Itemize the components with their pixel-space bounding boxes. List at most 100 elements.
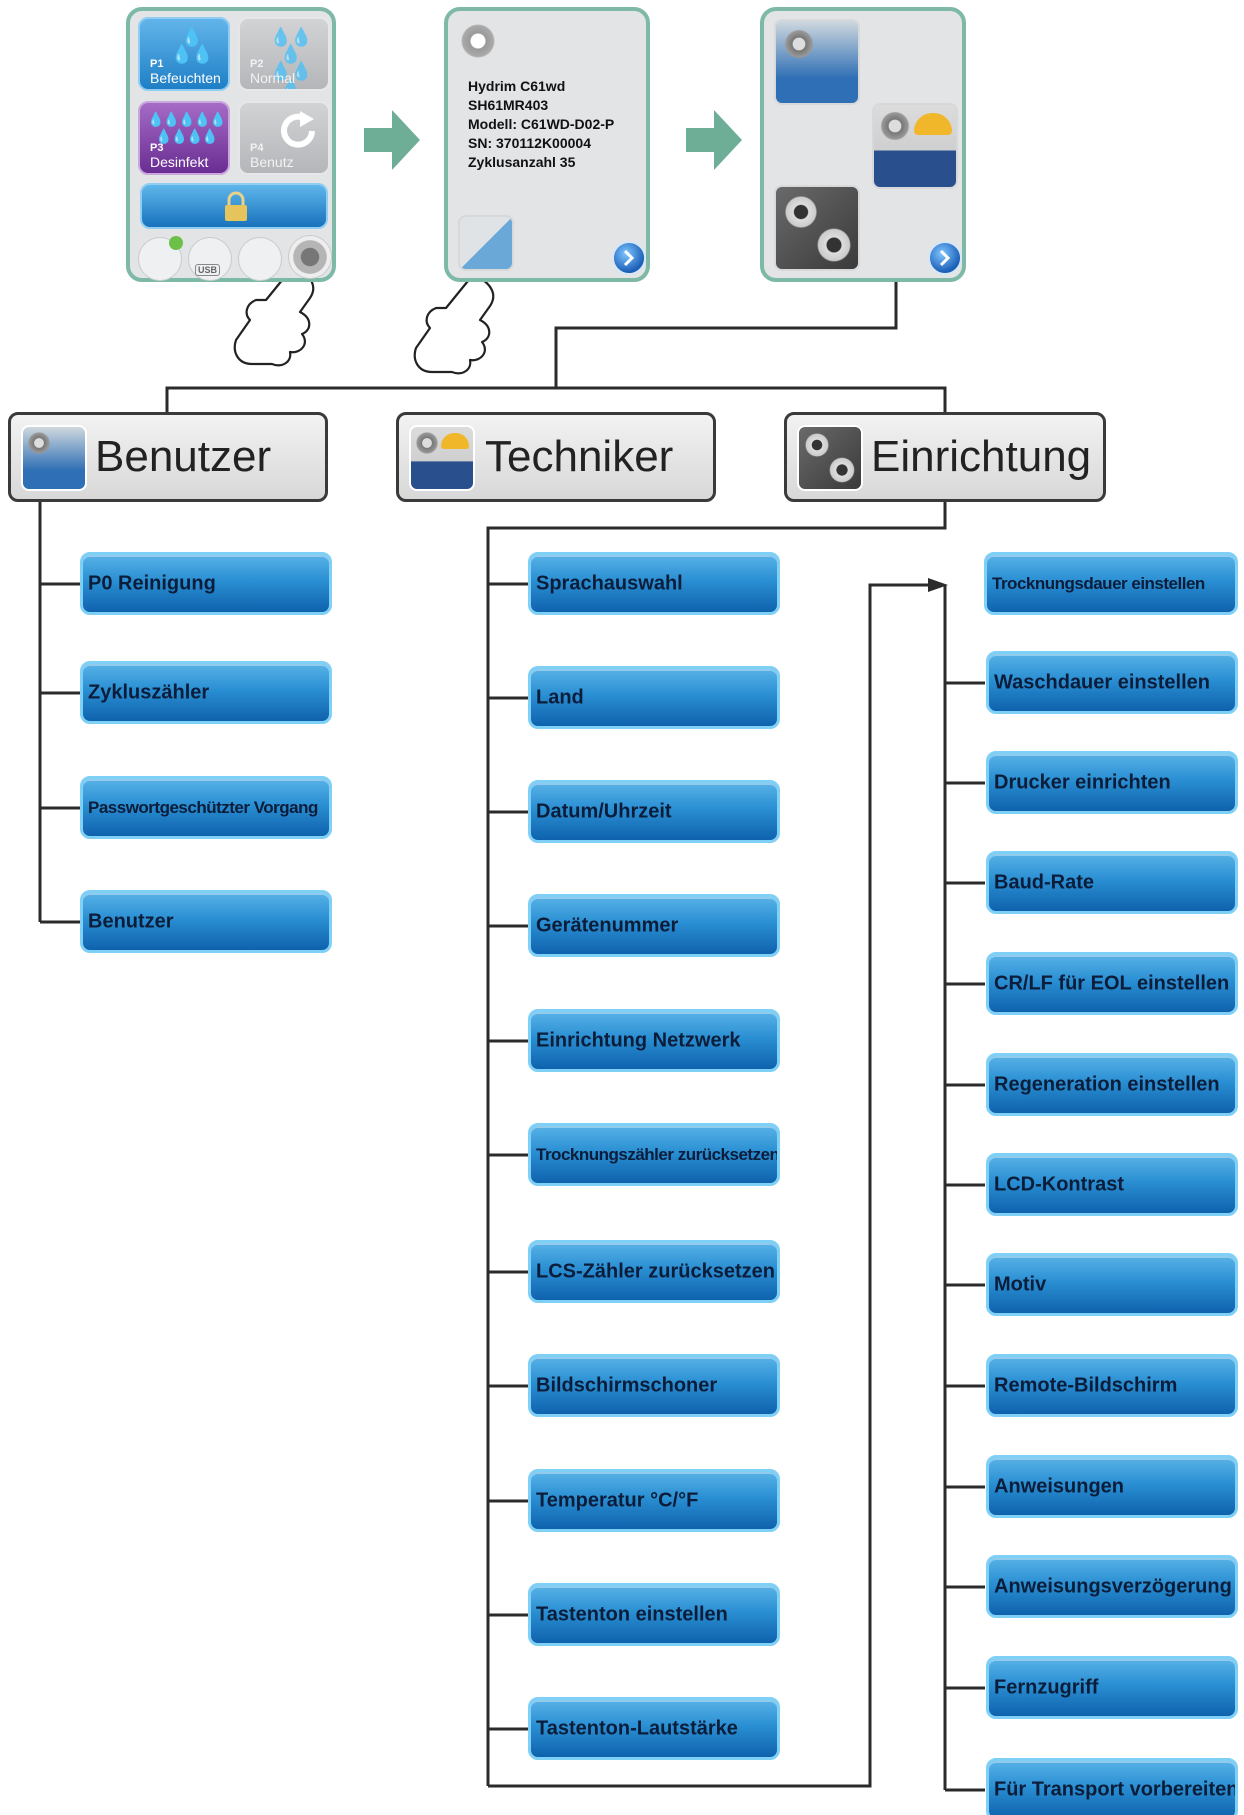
water-drops-icon: 💧💧💧 <box>170 27 214 64</box>
gear-icon <box>803 431 831 459</box>
gear-icon <box>26 430 52 456</box>
gear-icon <box>414 430 440 456</box>
menu-button-fernzugriff[interactable]: Fernzugriff <box>986 1656 1238 1719</box>
menu-button-tastenton-einstellen[interactable]: Tastenton einstellen <box>528 1583 780 1646</box>
bottles-icon[interactable] <box>238 237 282 281</box>
program-id: P4 <box>250 142 264 154</box>
menu-button-label: LCS-Zähler zurücksetzen <box>536 1260 775 1282</box>
menu-button-lcs-zaehler-zuruecksetzen[interactable]: LCS-Zähler zurücksetzen <box>528 1240 780 1303</box>
menu-button-label: CR/LF für EOL einstellen <box>994 972 1230 994</box>
menu-button-label: LCD-Kontrast <box>994 1173 1124 1195</box>
menu-button-zykluszaehler[interactable]: Zykluszähler <box>80 661 332 724</box>
info-gear-icon <box>458 21 498 61</box>
menu-button-tastenton-lautstaerke[interactable]: Tastenton-Lautstärke <box>528 1697 780 1760</box>
hard-hat-icon <box>441 433 469 449</box>
chevron-right-icon <box>623 249 635 267</box>
menu-button-baud-rate[interactable]: Baud-Rate <box>986 851 1238 914</box>
next-button[interactable] <box>612 241 646 275</box>
role-select-screen-panel <box>760 7 966 282</box>
menu-button-motiv[interactable]: Motiv <box>986 1253 1238 1316</box>
techniker-trunk <box>486 500 947 1786</box>
info-screen-panel: Hydrim C61wd SH61MR403 Modell: C61WD-D02… <box>444 7 650 282</box>
menu-button-fuer-transport-vorbereiten[interactable]: Für Transport vorbereiten <box>986 1758 1238 1815</box>
technician-access-button[interactable] <box>458 215 514 271</box>
technician-icon <box>409 425 475 491</box>
menu-button-einrichtung-netzwerk[interactable]: Einrichtung Netzwerk <box>528 1009 780 1072</box>
flow-arrow-icon <box>364 110 420 170</box>
gear-icon <box>878 109 912 143</box>
menu-button-waschdauer-einstellen[interactable]: Waschdauer einstellen <box>986 651 1238 714</box>
technician-role-button[interactable] <box>872 103 958 189</box>
menu-button-label: P0 Reinigung <box>88 572 216 594</box>
menu-button-regeneration-einstellen[interactable]: Regeneration einstellen <box>986 1053 1238 1116</box>
menu-button-bildschirmschoner[interactable]: Bildschirmschoner <box>528 1354 780 1417</box>
setup-role-button[interactable] <box>774 185 860 271</box>
menu-button-remote-bildschirm[interactable]: Remote-Bildschirm <box>986 1354 1238 1417</box>
category-einrichtung: Einrichtung <box>784 412 1106 502</box>
menu-button-drucker-einrichten[interactable]: Drucker einrichten <box>986 751 1238 814</box>
menu-button-label: Zykluszähler <box>88 681 210 703</box>
menu-button-label: Drucker einrichten <box>994 771 1171 793</box>
water-drops-icon: 💧💧💧💧💧💧💧💧💧 <box>147 111 226 144</box>
menu-button-label: Sprachauswahl <box>536 572 683 594</box>
program-id: P1 <box>150 58 164 70</box>
program-name: Benutz <box>250 154 294 170</box>
gear-icon <box>827 455 857 485</box>
info-line: Modell: C61WD-D02-P <box>468 116 615 132</box>
menu-button-label: Anweisungen <box>994 1475 1125 1497</box>
menu-button-sprachauswahl[interactable]: Sprachauswahl <box>528 552 780 615</box>
menu-button-trocknungszaehler-zuruecksetzen[interactable]: Trocknungszähler zurücksetzen <box>528 1123 780 1186</box>
next-button[interactable] <box>928 241 962 275</box>
menu-button-label: Baud-Rate <box>994 871 1095 893</box>
info-line: Zyklusanzahl 35 <box>468 154 576 170</box>
einrichtung-link <box>488 583 930 1788</box>
menu-button-passwortgeschuetzter-vorgang[interactable]: Passwortgeschützter Vorgang <box>80 776 332 839</box>
menu-button-label: Passwortgeschützter Vorgang <box>88 797 318 817</box>
menu-button-label: Waschdauer einstellen <box>994 671 1210 693</box>
usb-icon[interactable]: USB <box>188 237 232 281</box>
menu-button-label: Tastenton-Lautstärke <box>536 1717 738 1739</box>
gear-icon <box>814 225 854 265</box>
user-role-button[interactable] <box>774 19 860 105</box>
menu-button-label: Benutzer <box>88 910 174 932</box>
program-id: P2 <box>250 58 264 70</box>
category-techniker: Techniker <box>396 412 716 502</box>
menu-button-land[interactable]: Land <box>528 666 780 729</box>
padlock-icon <box>225 191 247 221</box>
menu-button-label: Remote-Bildschirm <box>994 1374 1178 1396</box>
water-drops-icon: 💧💧💧💧💧💧 <box>269 27 313 91</box>
menu-button-geraetenummer[interactable]: Gerätenummer <box>528 894 780 957</box>
menu-button-label: Bildschirmschoner <box>536 1374 718 1396</box>
globe-status-icon[interactable] <box>138 236 183 281</box>
menu-button-cr-lf-fuer-eol[interactable]: CR/LF für EOL einstellen <box>986 952 1238 1015</box>
menu-button-label: Regeneration einstellen <box>994 1073 1220 1095</box>
menu-button-temperatur[interactable]: Temperatur °C/°F <box>528 1469 780 1532</box>
menu-button-anweisungen[interactable]: Anweisungen <box>986 1455 1238 1518</box>
device-info: Hydrim C61wd SH61MR403 Modell: C61WD-D02… <box>468 77 614 172</box>
category-title: Benutzer <box>95 432 272 481</box>
lock-button[interactable] <box>140 183 328 229</box>
menu-button-lcd-kontrast[interactable]: LCD-Kontrast <box>986 1153 1238 1216</box>
menu-button-label: Einrichtung Netzwerk <box>536 1029 741 1051</box>
menu-button-anweisungsverzoegerung[interactable]: Anweisungsverzögerung <box>986 1555 1238 1618</box>
info-line: SN: 370112K00004 <box>468 135 591 151</box>
menu-button-label: Gerätenummer <box>536 914 679 936</box>
settings-gear-icon[interactable] <box>288 235 332 279</box>
program-name: Normal <box>250 70 296 86</box>
menu-button-datum-uhrzeit[interactable]: Datum/Uhrzeit <box>528 780 780 843</box>
category-title: Techniker <box>485 432 674 481</box>
gear-icon <box>782 193 820 231</box>
arrowhead-icon <box>928 578 948 592</box>
menu-button-label: Anweisungsverzögerung <box>994 1575 1232 1597</box>
menu-button-label: Trocknungsdauer einstellen <box>992 573 1205 593</box>
category-title: Einrichtung <box>871 432 1092 481</box>
menu-button-p0-reinigung[interactable]: P0 Reinigung <box>80 552 332 615</box>
menu-button-benutzer[interactable]: Benutzer <box>80 890 332 953</box>
menu-button-trocknungsdauer-einstellen[interactable]: Trocknungsdauer einstellen <box>984 552 1238 615</box>
